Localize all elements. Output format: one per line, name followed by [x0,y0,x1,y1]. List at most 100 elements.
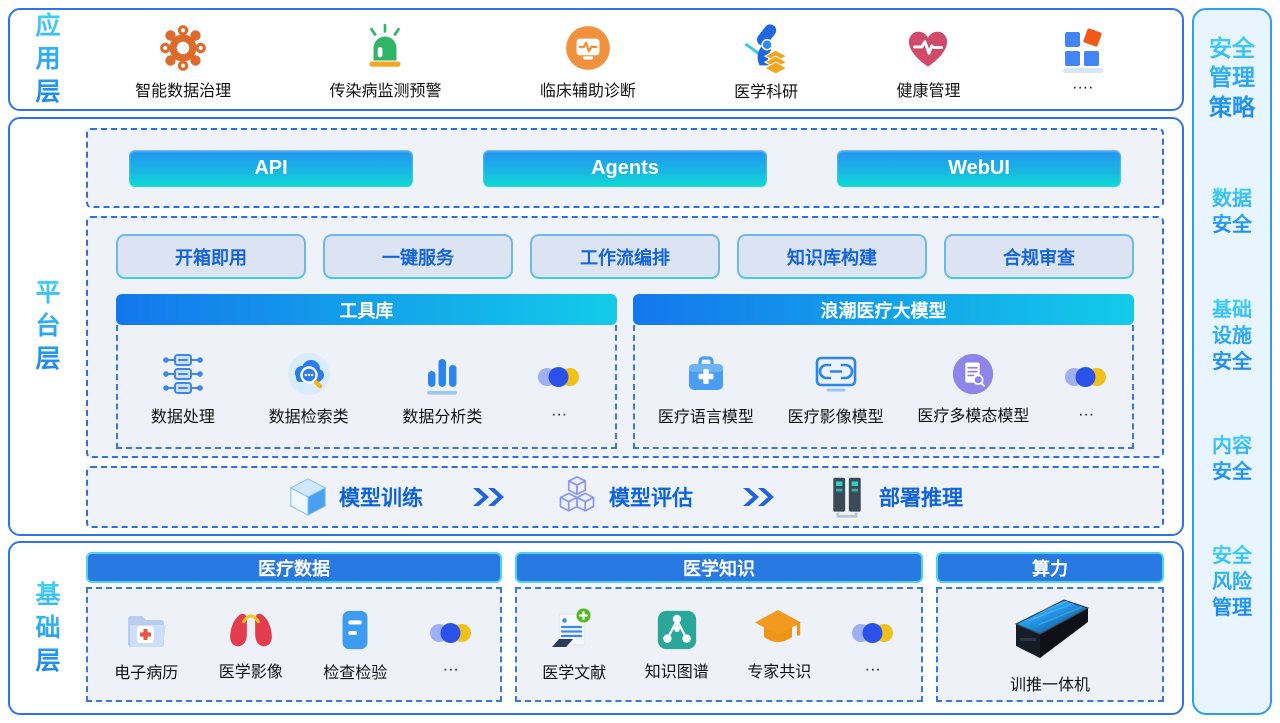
app-item-label: 传染病监测预警 [329,82,442,100]
platform-groups: 工具库 数据处理 [116,294,1134,449]
platform-body: API Agents WebUI 开箱即用 一键服务 工作流编排 知识库构建 合… [86,119,1182,534]
medical-data-group: 医疗数据 电子病历 医学影像 [86,552,502,702]
data-analytics-icon [418,350,466,398]
document-plus-icon [550,606,598,654]
lungs-icon [226,607,276,653]
compute-header: 算力 [936,552,1164,583]
security-item-content: 内容安全 [1209,433,1255,485]
capability-pills: 开箱即用 一键服务 工作流编排 知识库构建 合规审查 [116,234,1134,279]
application-layer-label: 应用层 [10,10,86,109]
app-item-health-management: 健康管理 [896,23,960,101]
security-item-risk: 安全风险管理 [1209,543,1255,621]
ellipsis-circles-icon [850,610,896,656]
compute-items: 训推一体机 [936,587,1164,702]
security-panel-title: 安全管理策略 [1206,34,1258,122]
cube-icon [287,476,329,518]
app-item-medical-research: 医学科研 [734,22,798,102]
compute-group: 算力 训推一体机 [936,552,1164,702]
microscope-icon [740,22,792,74]
tool-item-data-process: 数据处理 [151,350,215,427]
pipeline-step-training: 模型训练 [287,476,423,518]
model-item-label: 医疗多模态模型 [917,407,1030,425]
app-item-epidemic-alert: 传染病监测预警 [329,23,442,101]
pill-compliance-review[interactable]: 合规审查 [944,234,1134,279]
model-item-more: ··· [1063,353,1109,424]
servers-icon [825,474,869,520]
data-item-label: 电子病历 [114,665,179,682]
medical-knowledge-group: 医学知识 医学文献 知识图谱 [515,552,923,702]
medical-kit-icon [682,350,730,398]
application-layer: 应用层 智能数据治理 传染病监测预警 临床辅助诊断 [8,8,1184,111]
pill-one-click-service[interactable]: 一键服务 [323,234,513,279]
knowledge-item-label: 知识图谱 [644,664,709,681]
medical-model-header: 浪潮医疗大模型 [633,294,1134,325]
folder-cross-icon [121,606,171,654]
webui-button[interactable]: WebUI [837,149,1121,187]
pipeline-step-label: 模型评估 [609,487,693,510]
knowledge-item-label: 医学文献 [542,665,607,682]
medical-knowledge-header: 医学知识 [515,552,923,583]
molecule-icon [654,607,700,653]
model-item-label: 医疗语言模型 [657,408,754,426]
app-item-label: ···· [1072,78,1094,96]
tool-item-more: ··· [536,353,582,424]
model-item-language: 医疗语言模型 [658,350,754,427]
agents-button[interactable]: Agents [483,149,767,187]
compute-item-machine: 训推一体机 [998,594,1102,695]
app-item-label: 智能数据治理 [135,82,232,100]
model-item-multimodal: 医疗多模态模型 [917,351,1029,426]
knowledge-item-graph: 知识图谱 [645,607,709,682]
tool-item-label: 数据分析类 [402,408,483,426]
multimodal-doc-icon [950,351,996,397]
medical-model-group: 浪潮医疗大模型 医疗语言模型 [633,294,1134,449]
tool-item-label: 数据检索类 [268,408,349,426]
knowledge-item-consensus: 专家共识 [747,607,811,682]
medical-knowledge-items: 医学文献 知识图谱 专家共识 [515,587,923,702]
data-item-imaging: 医学影像 [219,607,283,682]
medical-data-items: 电子病历 医学影像 检查检验 [86,587,502,702]
data-process-icon [159,350,207,398]
tool-item-data-analytics: 数据分析类 [402,350,482,427]
siren-icon [360,23,410,73]
app-item-more: ···· [1059,27,1107,97]
foundation-body: 医疗数据 电子病历 医学影像 [86,543,1182,713]
medical-model-items: 医疗语言模型 医疗影像模型 [633,325,1134,449]
model-item-imaging: 医疗影像模型 [788,350,884,427]
monitor-circle-icon [563,23,613,73]
app-item-data-governance: 智能数据治理 [135,23,231,101]
pipeline-step-label: 部署推理 [879,487,963,510]
pipeline-step-evaluation: 模型评估 [555,475,693,519]
tool-library-group: 工具库 数据处理 [116,294,617,449]
pill-workflow-orchestration[interactable]: 工作流编排 [530,234,720,279]
server-machine-icon [998,594,1102,666]
double-chevron-icon [741,486,777,508]
capability-box: 开箱即用 一键服务 工作流编排 知识库构建 合规审查 工具库 [86,216,1164,458]
compute-item-label: 训推一体机 [1009,677,1090,694]
heart-pulse-icon [903,23,953,73]
api-button[interactable]: API [129,149,413,187]
model-item-label: ··· [1078,405,1095,423]
pill-out-of-box[interactable]: 开箱即用 [116,234,306,279]
access-row: API Agents WebUI [86,128,1164,208]
data-item-more: ··· [428,610,474,679]
knowledge-item-label: 专家共识 [747,664,812,681]
security-item-infrastructure: 基础设施安全 [1209,297,1255,375]
platform-layer: 平台层 API Agents WebUI 开箱即用 一键服务 工作流编排 知识库… [8,117,1184,536]
data-item-emr: 电子病历 [114,606,178,683]
app-item-label: 临床辅助诊断 [539,82,636,100]
data-item-label: 检查检验 [323,665,388,682]
pill-knowledge-base[interactable]: 知识库构建 [737,234,927,279]
monitor-link-icon [812,350,860,398]
data-item-lab-tests: 检查检验 [323,606,387,683]
double-chevron-icon [471,486,507,508]
gear-icon [158,23,208,73]
application-items: 智能数据治理 传染病监测预警 临床辅助诊断 医学科研 [86,10,1182,109]
model-item-label: 医疗影像模型 [787,408,884,426]
ellipsis-circles-icon [536,353,582,401]
app-item-label: 健康管理 [896,82,961,100]
data-search-icon [285,350,333,398]
document-blue-icon [332,606,378,654]
pipeline-box: 模型训练 模型评估 部署推理 [86,466,1164,528]
graduation-cap-icon [753,607,805,653]
